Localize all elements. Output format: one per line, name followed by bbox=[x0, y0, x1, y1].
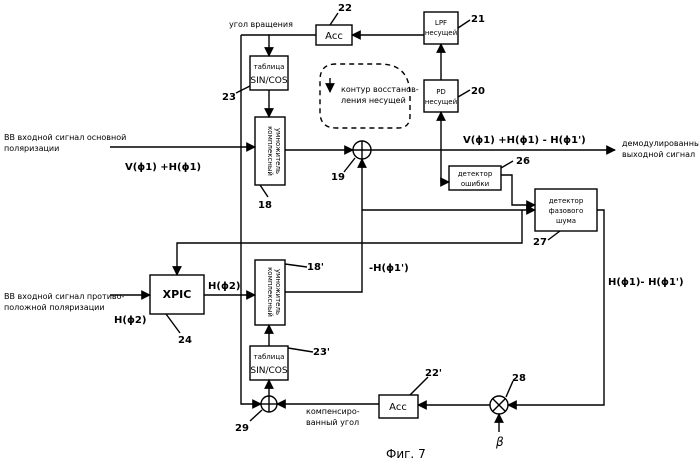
acc-top-block: Acc bbox=[316, 25, 352, 45]
ref-28: 28 bbox=[512, 373, 526, 384]
lpf-block: LPF несущей bbox=[424, 12, 458, 44]
output-expression: V(ϕ1) +H(ϕ1) - H(ϕ1') bbox=[463, 135, 586, 146]
opposite-input-expression: H(ϕ2) bbox=[114, 315, 146, 326]
phase-noise-label-line2: фазового bbox=[549, 207, 584, 215]
xpic-label: XPIC bbox=[163, 288, 192, 301]
beta-label: β bbox=[495, 435, 504, 449]
figure-caption: Фиг. 7 bbox=[386, 447, 426, 461]
adder-19 bbox=[353, 141, 371, 159]
sincos-table-bottom-block: таблица SIN/COS bbox=[250, 346, 288, 380]
multiplier-bottom-label-line1: комплексный bbox=[266, 267, 274, 317]
table-bottom-label-line1: таблица bbox=[254, 353, 285, 361]
xpic-block: XPIC bbox=[150, 275, 204, 314]
phase-noise-label-line3: шума bbox=[556, 217, 576, 225]
ref-19: 19 bbox=[331, 172, 345, 183]
ref-24: 24 bbox=[178, 335, 192, 346]
table-bottom-label-line2: SIN/COS bbox=[250, 366, 288, 376]
carrier-loop-label-line2: ления несущей bbox=[341, 96, 406, 105]
right-difference-expression: H(ϕ1)- H(ϕ1') bbox=[608, 277, 684, 288]
xpic-output-expression: H(ϕ2) bbox=[208, 281, 240, 292]
pd-label-line2: несущей bbox=[425, 98, 457, 106]
table-top-label-line2: SIN/COS bbox=[250, 76, 288, 86]
complex-multiplier-top-block: комплексный умножитель bbox=[255, 117, 285, 185]
main-input-label-line1: BB входной сигнал основной bbox=[4, 133, 126, 142]
minus-expression: -H(ϕ1') bbox=[369, 263, 409, 274]
sincos-table-top-block: таблица SIN/COS bbox=[250, 56, 288, 90]
ref-27: 27 bbox=[533, 237, 547, 248]
signal-labels: угол вращения контур восстанов- ления не… bbox=[4, 20, 699, 461]
ref-26: 26 bbox=[516, 156, 530, 167]
ref-23-prime: 23' bbox=[313, 347, 330, 358]
comp-angle-label-line1: компенсиро- bbox=[306, 407, 360, 416]
ref-22: 22 bbox=[338, 3, 352, 14]
acc-bottom-label: Acc bbox=[389, 402, 407, 413]
opposite-input-label-line1: BB входной сигнал противо- bbox=[4, 292, 125, 301]
pd-block: PD несущей bbox=[424, 80, 458, 112]
ref-21: 21 bbox=[471, 14, 485, 25]
error-detector-label-line1: детектор bbox=[458, 170, 493, 178]
ref-18-prime: 18' bbox=[307, 262, 324, 273]
main-input-expression: V(ϕ1) +H(ϕ1) bbox=[125, 162, 201, 173]
main-input-label-line2: поляризации bbox=[4, 144, 59, 153]
complex-multiplier-bottom-block: комплексный умножитель bbox=[255, 260, 285, 325]
multiplier-bottom-label-line2: умножитель bbox=[274, 269, 282, 315]
phase-noise-label-line1: детектор bbox=[549, 197, 584, 205]
multiplier-top-label-line1: комплексный bbox=[266, 126, 274, 176]
ref-20: 20 bbox=[471, 86, 485, 97]
multiplier-top-label-line2: умножитель bbox=[274, 128, 282, 174]
adder-29 bbox=[261, 396, 277, 412]
table-top-label-line1: таблица bbox=[254, 63, 285, 71]
ref-18: 18 bbox=[258, 200, 272, 211]
multiplier-28 bbox=[490, 396, 508, 414]
ref-29: 29 bbox=[235, 423, 249, 434]
opposite-input-label-line2: положной поляризации bbox=[4, 303, 105, 312]
lpf-label-line1: LPF bbox=[435, 19, 447, 27]
ref-22-prime: 22' bbox=[425, 368, 442, 379]
lpf-label-line2: несущей bbox=[425, 29, 457, 37]
error-detector-label-line2: ошибки bbox=[461, 180, 489, 188]
carrier-loop-label-line1: контур восстанов- bbox=[341, 85, 419, 94]
rotation-angle-label: угол вращения bbox=[229, 20, 293, 29]
acc-top-label: Acc bbox=[325, 31, 343, 42]
pd-label-line1: PD bbox=[436, 88, 446, 96]
output-label-line1: демодулированный bbox=[622, 139, 699, 148]
output-label-line2: выходной сигнал bbox=[622, 150, 695, 159]
phase-noise-detector-block: детектор фазового шума bbox=[535, 189, 597, 231]
error-detector-block: детектор ошибки bbox=[449, 166, 501, 190]
ref-23: 23 bbox=[222, 92, 236, 103]
comp-angle-label-line2: ванный угол bbox=[306, 418, 359, 427]
acc-bottom-block: Acc bbox=[379, 395, 418, 418]
